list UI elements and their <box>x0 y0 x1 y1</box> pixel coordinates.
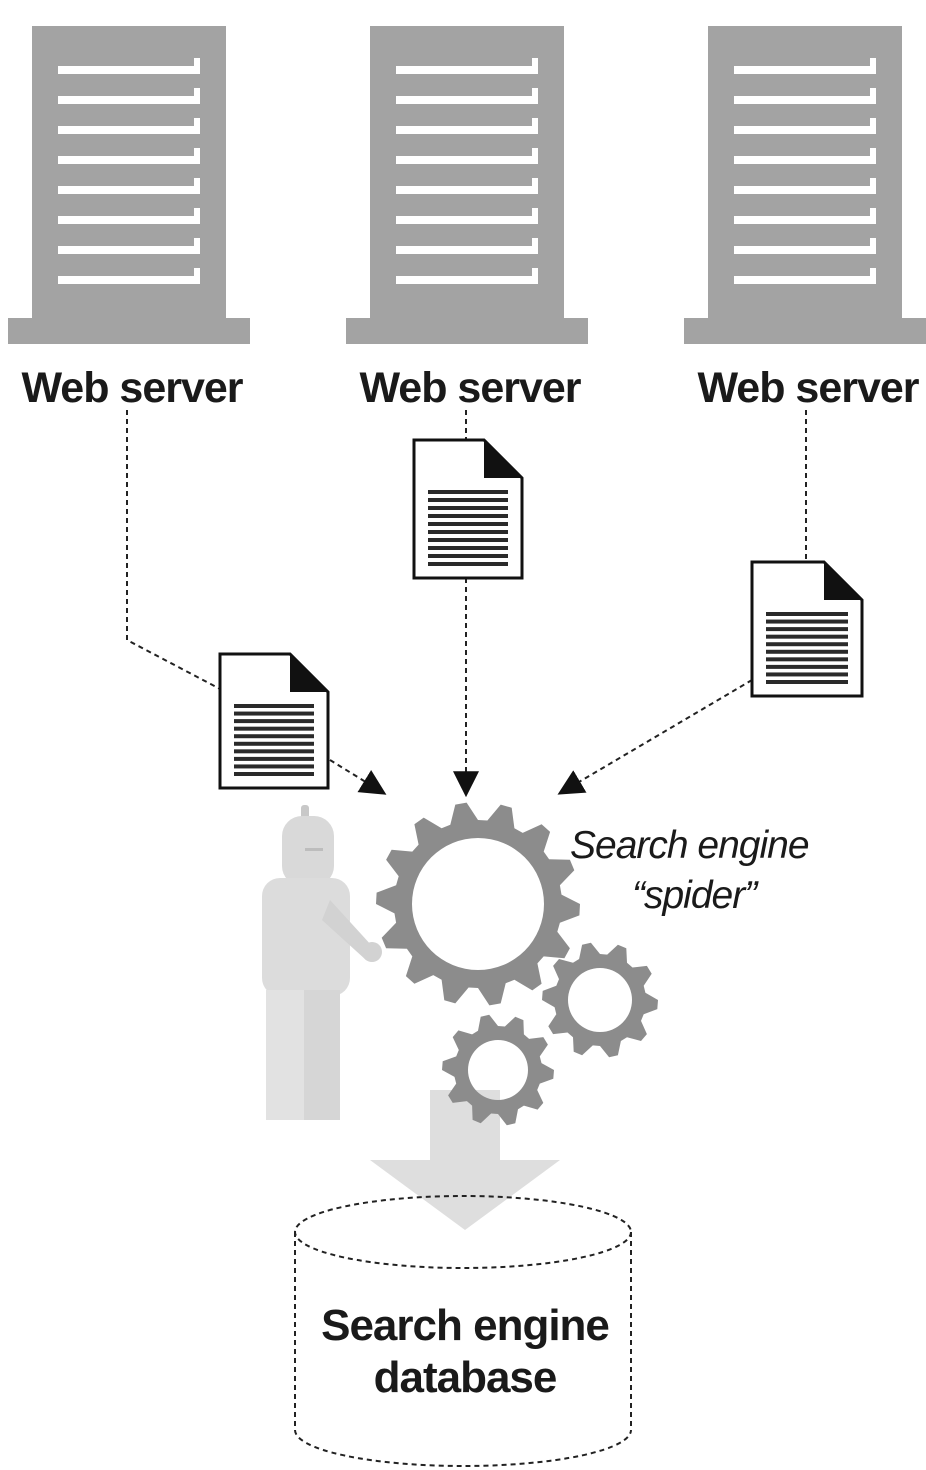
connector-left <box>126 410 387 795</box>
server-icon <box>684 26 926 344</box>
documents-layer <box>218 438 864 790</box>
document-icon <box>750 560 864 698</box>
server-icon <box>346 26 588 344</box>
database-label-line1: Search engine <box>321 1301 609 1350</box>
spider-label-line1: Search engine <box>570 824 809 867</box>
gear-icon <box>376 802 580 1006</box>
document-icon <box>218 652 330 790</box>
robot-icon <box>262 805 382 1120</box>
gears-layer <box>376 802 658 1126</box>
database-label-line2: database <box>374 1353 557 1402</box>
server-icon <box>8 26 250 344</box>
server-label-1: Web server <box>21 364 243 412</box>
connector-right <box>557 410 807 795</box>
document-icon <box>412 438 524 580</box>
down-arrow-icon <box>370 1090 560 1230</box>
servers-layer <box>8 26 926 344</box>
spider-label-line2: “spider” <box>632 874 759 917</box>
server-label-3: Web server <box>697 364 919 412</box>
server-label-2: Web server <box>359 364 581 412</box>
database-icon <box>294 1195 632 1467</box>
gear-icon <box>442 1014 554 1126</box>
gear-icon <box>542 942 658 1058</box>
